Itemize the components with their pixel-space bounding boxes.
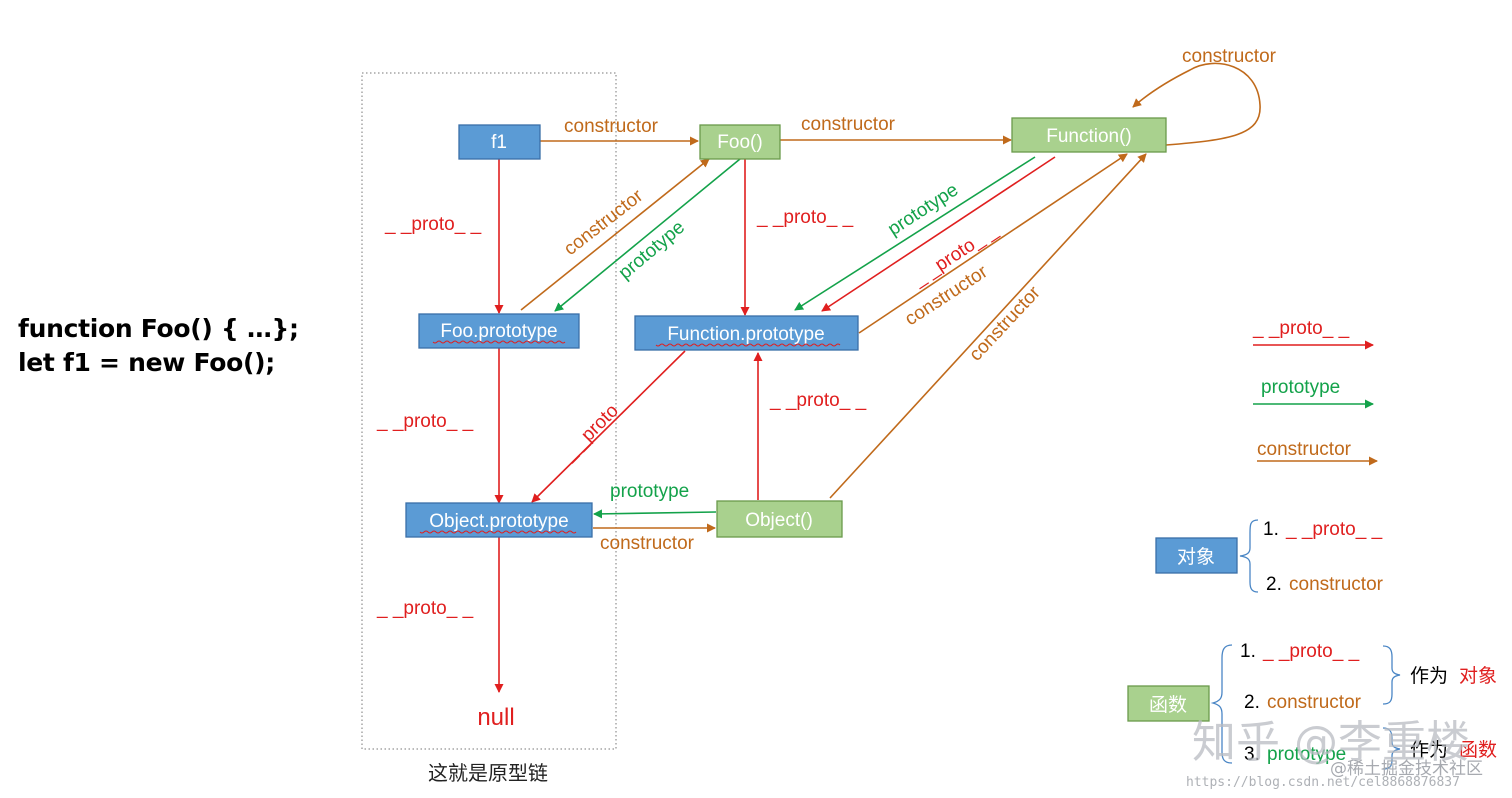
legend-as-function-prefix: 作为 (1410, 739, 1448, 761)
legend: _ _proto_ _ prototype constructor 对象 1. … (1127, 318, 1497, 770)
node-foo-label: Foo() (717, 132, 762, 153)
legend-function-item3-text: prototype (1267, 744, 1346, 765)
edge-function-prototype (794, 156, 1036, 311)
label-fnproto-proto: _ _proto_ _ (558, 381, 642, 465)
csdn-watermark: https://blog.csdn.net/cel8868876837 (1186, 775, 1460, 790)
node-object: Object() (716, 500, 843, 538)
legend-function-item1-text: _ _proto_ _ (1262, 641, 1360, 662)
legend-function-box-label: 函数 (1149, 694, 1187, 716)
legend-proto-label: _ _proto_ _ (1252, 318, 1350, 339)
legend-object-box (1155, 537, 1238, 574)
node-f1: f1 (458, 124, 541, 160)
edge-fnproto-proto (531, 350, 686, 503)
code-line-2: let f1 = new Foo(); (18, 348, 275, 377)
zhihu-watermark: 知乎 @李重楼 (1192, 717, 1470, 768)
node-object-label: Object() (745, 510, 813, 531)
legend-object-box-label: 对象 (1177, 546, 1215, 568)
legend-function-brace (1210, 644, 1233, 764)
spellcheck-squiggle-foo-prototype (432, 340, 566, 344)
caption: 这就是原型链 (428, 761, 548, 785)
node-foo-prototype: Foo.prototype (418, 313, 580, 349)
legend-prototype-label: prototype (1261, 377, 1340, 398)
label-function-prototype: prototype (884, 179, 962, 240)
label-foo-prototype: prototype (615, 217, 689, 284)
label-foo-constructor: constructor (801, 114, 896, 135)
code-line-1: function Foo() { …}; (18, 314, 299, 343)
legend-constructor-label: constructor (1257, 439, 1352, 460)
edge-fooproto-constructor (520, 158, 710, 311)
label-objproto-proto: _ _proto_ _ (376, 598, 474, 619)
edge-function-constructor-loop (1132, 62, 1261, 146)
node-null: null (477, 704, 514, 731)
spellcheck-squiggle-function-prototype (655, 343, 841, 347)
legend-as-object-brace (1382, 645, 1401, 705)
label-object-proto: _ _proto_ _ (769, 390, 867, 411)
edge-fnproto-constructor (858, 153, 1128, 334)
label-object-prototype: prototype (610, 481, 689, 502)
legend-object-item1-text: _ _proto_ _ (1285, 519, 1383, 540)
label-objproto-constructor: constructor (600, 533, 695, 554)
legend-object-brace (1239, 519, 1259, 593)
legend-function-item2-text: constructor (1267, 692, 1362, 713)
edge-foo-prototype (554, 158, 741, 312)
edge-function-proto (821, 156, 1056, 312)
legend-object-item2-num: 2. (1266, 574, 1282, 595)
legend-as-function-word: 函数 (1459, 739, 1497, 761)
label-fooproto-constructor: constructor (560, 185, 648, 260)
edge-object-prototype (593, 509, 717, 519)
node-foo: Foo() (699, 124, 781, 160)
legend-object-item2-text: constructor (1289, 574, 1384, 595)
label-f1-constructor: constructor (564, 116, 659, 137)
node-function-prototype-label: Function.prototype (667, 324, 824, 345)
node-f1-label: f1 (491, 132, 507, 153)
edge-object-constructor (829, 153, 1147, 499)
node-function-label: Function() (1046, 126, 1132, 147)
legend-as-object-word: 对象 (1459, 665, 1497, 687)
legend-as-object-prefix: 作为 (1410, 665, 1448, 687)
legend-function-item1-num: 1. (1240, 641, 1256, 662)
label-foo-proto: _ _proto_ _ (756, 207, 854, 228)
legend-function-item3-num: 3. (1244, 744, 1260, 765)
node-function-prototype: Function.prototype (634, 315, 859, 351)
node-object-prototype-label: Object.prototype (429, 511, 568, 532)
juejin-watermark: @稀土掘金技术社区 (1330, 759, 1483, 779)
label-fooproto-proto: _ _proto_ _ (376, 411, 474, 432)
legend-function-box (1127, 685, 1210, 722)
legend-as-function-brace (1382, 727, 1401, 770)
label-f1-proto: _ _proto_ _ (384, 214, 482, 235)
node-foo-prototype-label: Foo.prototype (440, 321, 557, 342)
prototype-chain-region (361, 72, 617, 750)
legend-function-item2-num: 2. (1244, 692, 1260, 713)
spellcheck-squiggle-object-prototype (419, 530, 577, 534)
label-object-constructor: constructor (965, 282, 1045, 366)
label-loop-constructor: constructor (1182, 46, 1277, 67)
node-function: Function() (1011, 117, 1167, 153)
legend-object-item1-num: 1. (1263, 519, 1279, 540)
